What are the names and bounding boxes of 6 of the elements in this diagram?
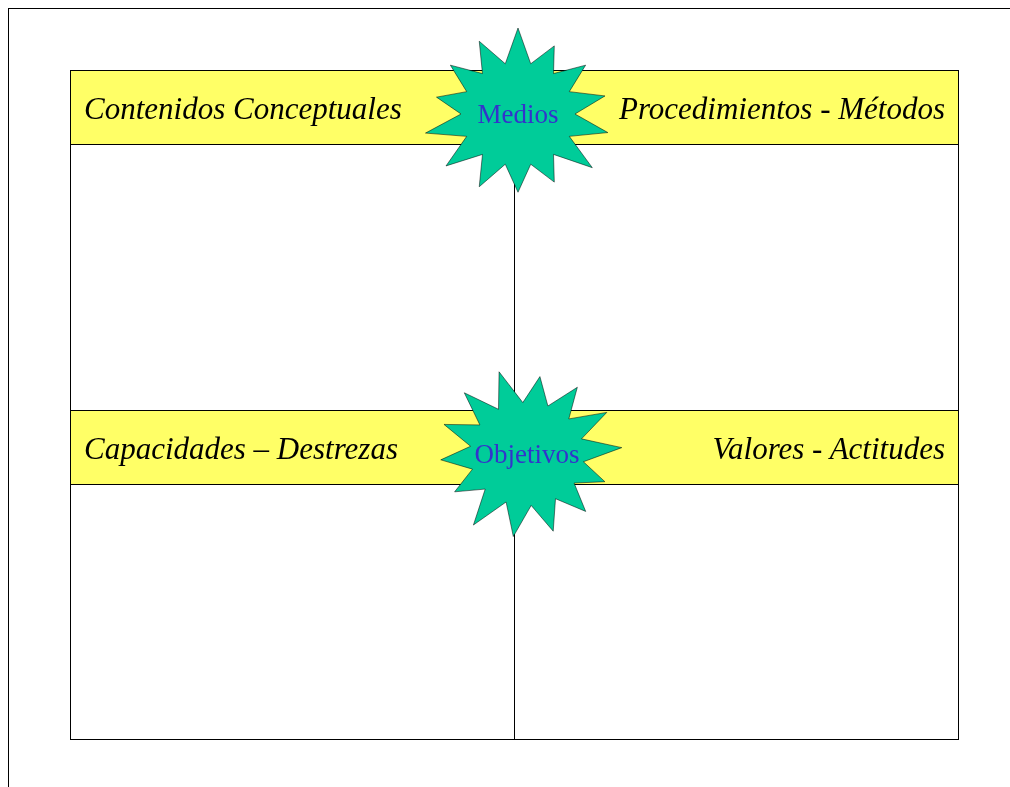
quadrant-heading: Contenidos Conceptuales xyxy=(84,91,402,127)
quadrant-heading: Valores - Actitudes xyxy=(712,431,945,467)
quadrant-heading: Procedimientos - Métodos xyxy=(619,91,945,127)
starburst-label: Medios xyxy=(476,99,560,129)
quadrant-heading: Capacidades – Destrezas xyxy=(84,431,398,467)
starburst-label: Objetivos xyxy=(473,439,581,469)
